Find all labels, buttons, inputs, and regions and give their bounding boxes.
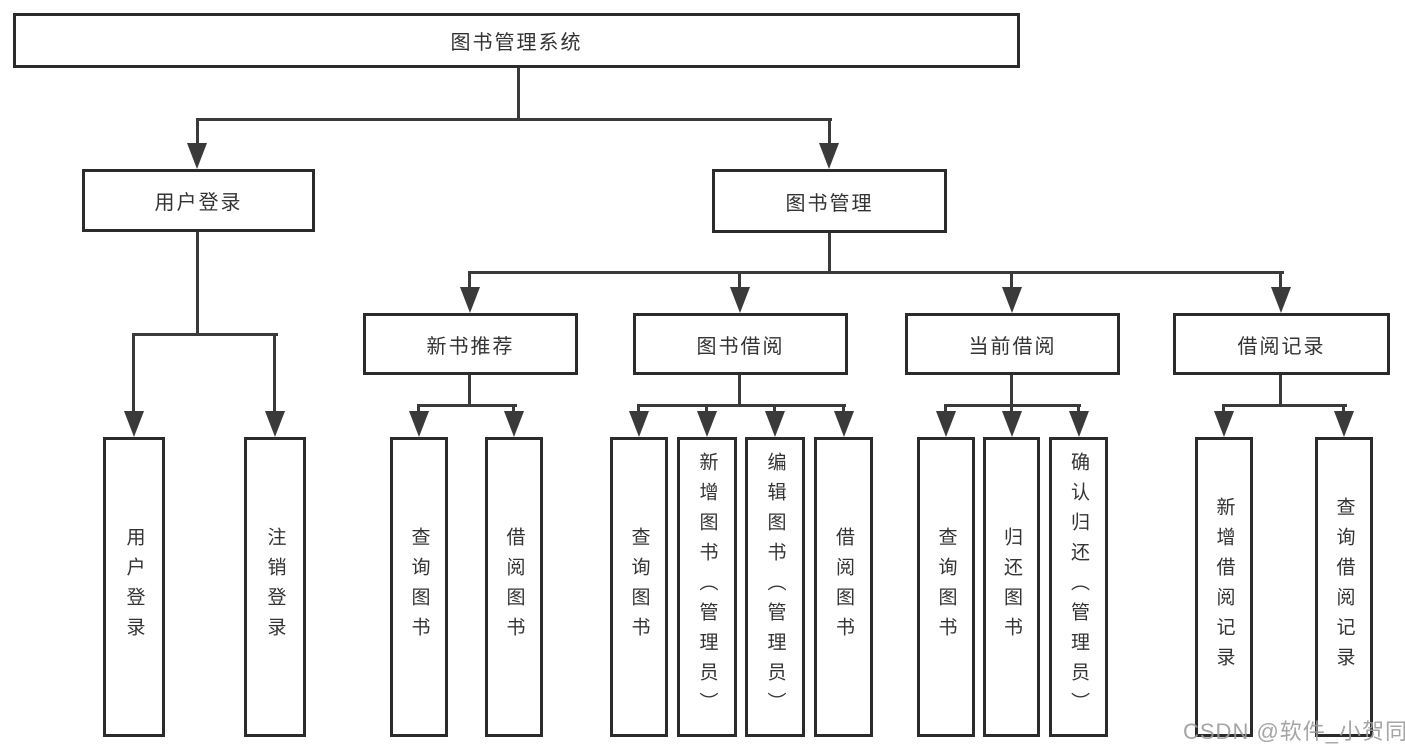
leaf-query-books-recommend: 查询图书 [390, 437, 448, 737]
connector-line [738, 271, 741, 291]
arrow-down-icon [819, 143, 839, 169]
arrow-down-icon [697, 411, 717, 437]
leaf-query-books-current: 查询图书 [917, 437, 975, 737]
connector-line [196, 118, 832, 121]
node-root: 图书管理系统 [13, 13, 1020, 68]
leaf-add-books-admin: 新增图书（管理员） [677, 437, 737, 737]
leaf-return-books: 归还图书 [983, 437, 1040, 737]
arrow-down-icon [409, 411, 429, 437]
connector-line [512, 404, 515, 414]
connector-line [1010, 375, 1013, 407]
leaf-logout: 注销登录 [244, 437, 306, 737]
node-book-borrow: 图书借阅 [633, 313, 848, 375]
connector-line [1010, 404, 1013, 414]
leaf-query-borrow-record: 查询借阅记录 [1315, 437, 1373, 737]
arrow-down-icon [124, 411, 144, 437]
connector-line [1222, 404, 1347, 407]
leaf-add-borrow-record: 新增借阅记录 [1195, 437, 1253, 737]
connector-line [517, 68, 520, 121]
connector-line [468, 271, 471, 291]
connector-line [637, 404, 640, 414]
leaf-borrow-books-recommend: 借阅图书 [485, 437, 543, 737]
connector-line [196, 118, 199, 146]
connector-line [132, 333, 278, 336]
connector-line [1279, 375, 1282, 407]
arrow-down-icon [730, 287, 750, 313]
connector-line [417, 404, 420, 414]
arrow-down-icon [1069, 411, 1089, 437]
arrow-down-icon [629, 411, 649, 437]
connector-line [196, 232, 199, 336]
connector-line [273, 333, 276, 413]
connector-line [1010, 271, 1013, 291]
arrow-down-icon [1002, 287, 1022, 313]
connector-line [738, 375, 741, 407]
arrow-down-icon [265, 411, 285, 437]
node-borrow-records: 借阅记录 [1173, 313, 1390, 375]
node-current-borrow: 当前借阅 [905, 313, 1120, 375]
leaf-edit-books-admin: 编辑图书（管理员） [745, 437, 805, 737]
connector-line [132, 333, 135, 413]
connector-line [828, 118, 831, 146]
connector-line [828, 233, 831, 274]
arrow-down-icon [1334, 411, 1354, 437]
connector-line [468, 271, 1284, 274]
arrow-down-icon [1002, 411, 1022, 437]
connector-line [468, 375, 471, 407]
connector-line [417, 404, 517, 407]
watermark: CSDN @软件_小贺同学 [1183, 719, 1405, 744]
connector-line [1222, 404, 1225, 414]
connector-line [944, 404, 947, 414]
arrow-down-icon [936, 411, 956, 437]
arrow-down-icon [1271, 287, 1291, 313]
node-new-book-recommend: 新书推荐 [363, 313, 578, 375]
leaf-confirm-return-admin: 确认归还（管理员） [1049, 437, 1108, 737]
arrow-down-icon [187, 143, 207, 169]
arrow-down-icon [765, 411, 785, 437]
arrow-down-icon [834, 411, 854, 437]
arrow-down-icon [460, 287, 480, 313]
connector-line [1279, 271, 1282, 291]
leaf-borrow-books: 借阅图书 [814, 437, 873, 737]
arrow-down-icon [504, 411, 524, 437]
leaf-query-books-borrow: 查询图书 [610, 437, 668, 737]
connector-line [773, 404, 776, 414]
node-user-login: 用户登录 [82, 169, 315, 232]
arrow-down-icon [1214, 411, 1234, 437]
connector-line [637, 404, 846, 407]
leaf-user-login: 用户登录 [103, 437, 165, 737]
connector-line [1077, 404, 1080, 414]
node-book-management: 图书管理 [712, 169, 947, 233]
connector-line [1342, 404, 1345, 414]
connector-line [842, 404, 845, 414]
connector-line [705, 404, 708, 414]
